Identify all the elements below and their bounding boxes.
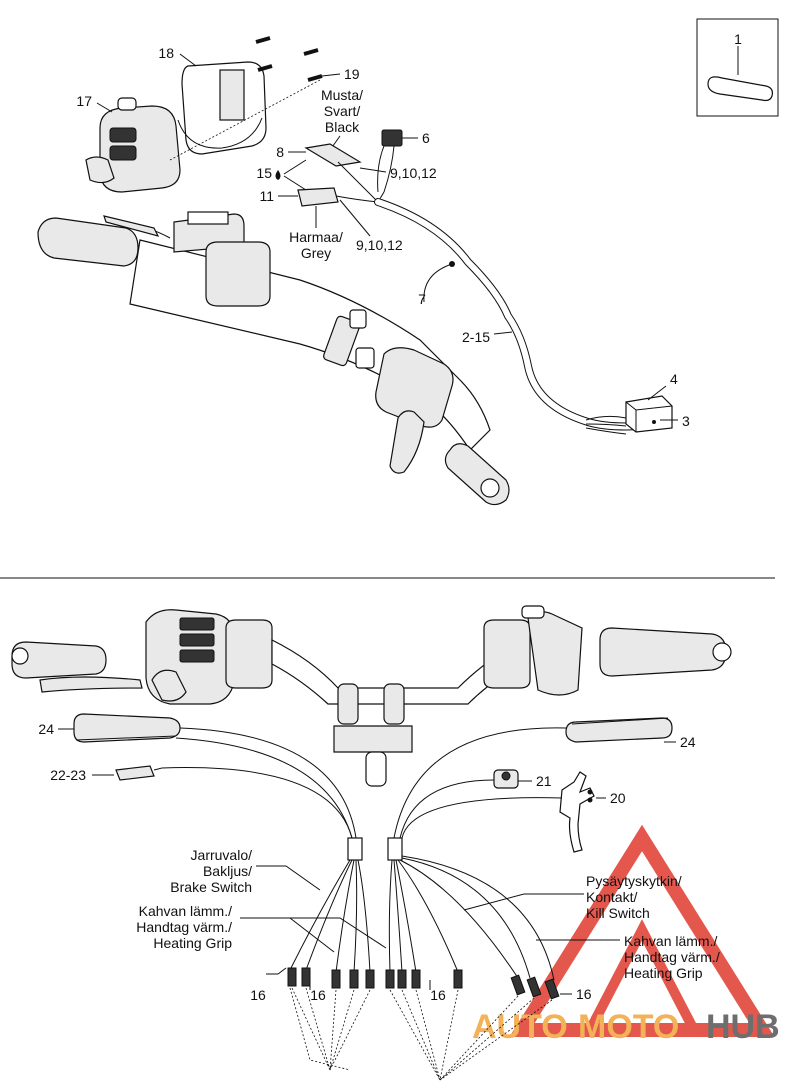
label-brake-switch: Jarruvalo/ Bakljus/ Brake Switch (170, 847, 321, 895)
callout-21: 21 (536, 773, 552, 789)
svg-text:Black: Black (325, 119, 360, 135)
svg-text:Bakljus/: Bakljus/ (203, 863, 252, 879)
part-6-connector: 6 (377, 129, 430, 193)
callout-1: 1 (734, 31, 742, 47)
svg-text:Heating Grip: Heating Grip (153, 935, 232, 951)
label-wire-black: Musta/ Svart/ Black (321, 87, 363, 151)
svg-text:Pysäytyskytkin/: Pysäytyskytkin/ (586, 873, 682, 889)
watermark-logo: AUTO MOTO HUB (472, 824, 780, 1046)
svg-text:Kahvan lämm./: Kahvan lämm./ (624, 933, 717, 949)
part-17-switch-housing: 17 (76, 93, 181, 193)
callout-2-15: 2-15 (462, 329, 490, 345)
callouts-16: 16 16 16 16 (250, 967, 592, 1003)
callout-24-right: 24 (680, 734, 696, 750)
svg-text:Kill Switch: Kill Switch (586, 905, 650, 921)
right-grip (444, 443, 510, 506)
callout-4: 4 (670, 371, 678, 387)
part-8-connector: 8 (276, 143, 362, 167)
part-15-grease: 15 (256, 159, 307, 191)
watermark-triangle-inner (581, 919, 703, 1035)
svg-text:Kontakt/: Kontakt/ (586, 889, 637, 905)
svg-text:Grey: Grey (301, 245, 331, 261)
svg-text:Kahvan lämm./: Kahvan lämm./ (139, 903, 232, 919)
callout-16-c: 16 (430, 987, 446, 1003)
bottom-right-grip (599, 627, 727, 677)
part-22-23-sensor: 22-23 (50, 765, 163, 783)
callout-9-10-12-upper: 9,10,12 (390, 165, 437, 181)
bottom-right-throttle (527, 611, 583, 696)
callout-9-10-12-lower: 9,10,12 (356, 237, 403, 253)
callout-3: 3 (682, 413, 690, 429)
callout-8: 8 (276, 144, 284, 160)
throttle-lever (389, 410, 425, 474)
svg-text:Svart/: Svart/ (324, 103, 361, 119)
part-1-cable-tie-box: 1 (696, 18, 779, 117)
part-11-connector: 11 (259, 187, 339, 207)
watermark-text-moto: MOTO (578, 1008, 679, 1046)
part-18-switch-cover: 18 (158, 45, 267, 155)
leader-9-10-12-lower (339, 199, 371, 237)
callout-18: 18 (158, 45, 174, 61)
callout-7: 7 (418, 291, 426, 307)
label-kill-switch: Pysäytyskytkin/ Kontakt/ Kill Switch (463, 873, 682, 921)
label-wire-grey: Harmaa/ Grey (289, 206, 343, 261)
svg-text:Handtag värm./: Handtag värm./ (624, 949, 720, 965)
part-4-connector-block: 4 3 (585, 371, 690, 435)
callout-15: 15 (256, 165, 272, 181)
callout-11: 11 (259, 188, 274, 204)
svg-text:Brake Switch: Brake Switch (170, 879, 252, 895)
svg-text:Harmaa/: Harmaa/ (289, 229, 343, 245)
callout-22-23: 22-23 (50, 767, 86, 783)
dotted-connection-lines (289, 987, 553, 1081)
watermark-text-auto: AUTO (472, 1008, 568, 1046)
watermark-text-hub: HUB (706, 1008, 780, 1046)
label-heating-grip-left: Kahvan lämm./ Handtag värm./ Heating Gri… (136, 903, 387, 953)
bottom-left-grip (11, 641, 107, 679)
wire-end-connectors (287, 967, 560, 1000)
svg-text:Musta/: Musta/ (321, 87, 363, 103)
callout-6: 6 (422, 130, 430, 146)
part-21-switch: 21 (493, 769, 552, 789)
handlebar-assembly-bottom (11, 605, 732, 787)
part-24-heater-left: 24 (38, 713, 181, 743)
callout-16-a: 16 (250, 987, 266, 1003)
handlebar-assembly-top (37, 211, 510, 506)
part-19-screws: 19 (169, 36, 360, 161)
svg-text:Jarruvalo/: Jarruvalo/ (191, 847, 253, 863)
svg-text:Heating Grip: Heating Grip (624, 965, 703, 981)
callout-24-left: 24 (38, 721, 54, 737)
part-24-heater-right: 24 (565, 717, 696, 750)
svg-text:Handtag värm./: Handtag värm./ (136, 919, 232, 935)
callout-20: 20 (610, 790, 626, 806)
callout-16-d: 16 (576, 986, 592, 1002)
part-20-bracket: 20 (559, 771, 626, 853)
callout-16-b: 16 (310, 987, 326, 1003)
right-switch-housing (375, 347, 454, 428)
harness-wires-bottom (161, 727, 567, 981)
left-grip (37, 217, 139, 267)
callout-19: 19 (344, 66, 360, 82)
part-7-main-harness: 7 2-15 (374, 198, 646, 431)
label-heating-grip-right: Kahvan lämm./ Handtag värm./ Heating Gri… (536, 933, 720, 981)
leader-9-10-12-upper (359, 167, 387, 173)
callout-17: 17 (76, 93, 92, 109)
cable-tie-icon (707, 76, 773, 102)
